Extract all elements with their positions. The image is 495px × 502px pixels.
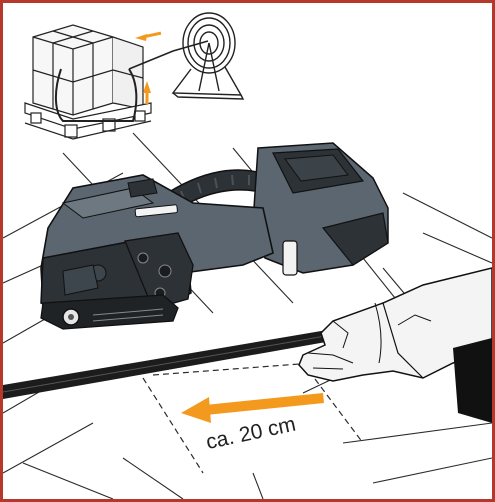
pallet-inset [24,24,209,140]
distance-arrow [181,393,324,423]
illustration-canvas [3,12,492,499]
gloved-hand [298,267,492,382]
floor-shadow [453,338,492,423]
inset-arrows [135,31,162,104]
strap-coil-icon [171,12,245,100]
floor-dashed-guides [142,362,364,474]
strapping-tool [40,142,389,330]
